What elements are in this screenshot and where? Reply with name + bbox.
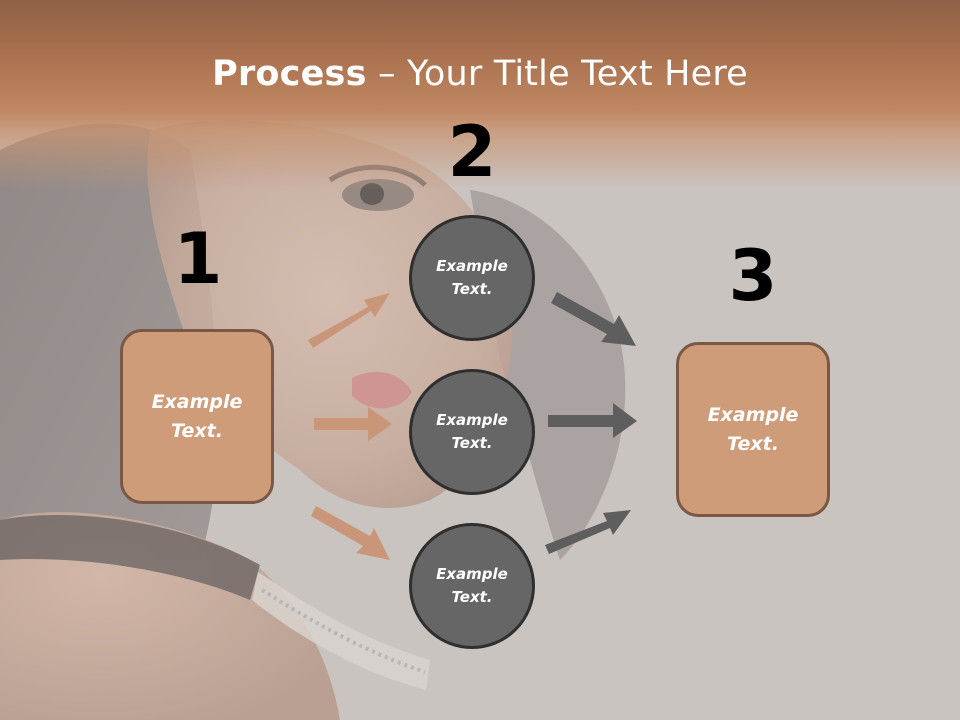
- step-2-circle-top[interactable]: Example Text.: [409, 215, 535, 341]
- title-bold: Process: [212, 54, 367, 94]
- header-band: [0, 0, 960, 190]
- step-2-bottom-text: Example Text.: [436, 565, 508, 606]
- step-3-number: 3: [728, 235, 778, 317]
- step-2-top-text: Example Text.: [436, 257, 508, 298]
- step-2-number: 2: [447, 111, 497, 193]
- step-1-box[interactable]: Example Text.: [120, 329, 274, 504]
- step-1-text: Example Text.: [151, 390, 243, 442]
- step-3-text: Example Text.: [707, 403, 799, 455]
- title-rest: – Your Title Text Here: [366, 54, 748, 94]
- arrow-2-to-3-top: [551, 292, 636, 346]
- arrow-1-to-2-bottom: [311, 506, 390, 560]
- arrow-1-to-2-top: [308, 293, 390, 348]
- slide-title: Process – Your Title Text Here: [0, 52, 960, 96]
- arrow-1-to-2-middle: [314, 407, 392, 441]
- step-2-circle-middle[interactable]: Example Text.: [409, 369, 535, 495]
- step-1-number: 1: [173, 218, 223, 300]
- arrow-2-to-3-middle: [548, 403, 637, 438]
- step-3-box[interactable]: Example Text.: [676, 342, 830, 517]
- step-2-middle-text: Example Text.: [436, 411, 508, 452]
- arrow-2-to-3-bottom: [545, 510, 631, 554]
- step-2-circle-bottom[interactable]: Example Text.: [409, 523, 535, 649]
